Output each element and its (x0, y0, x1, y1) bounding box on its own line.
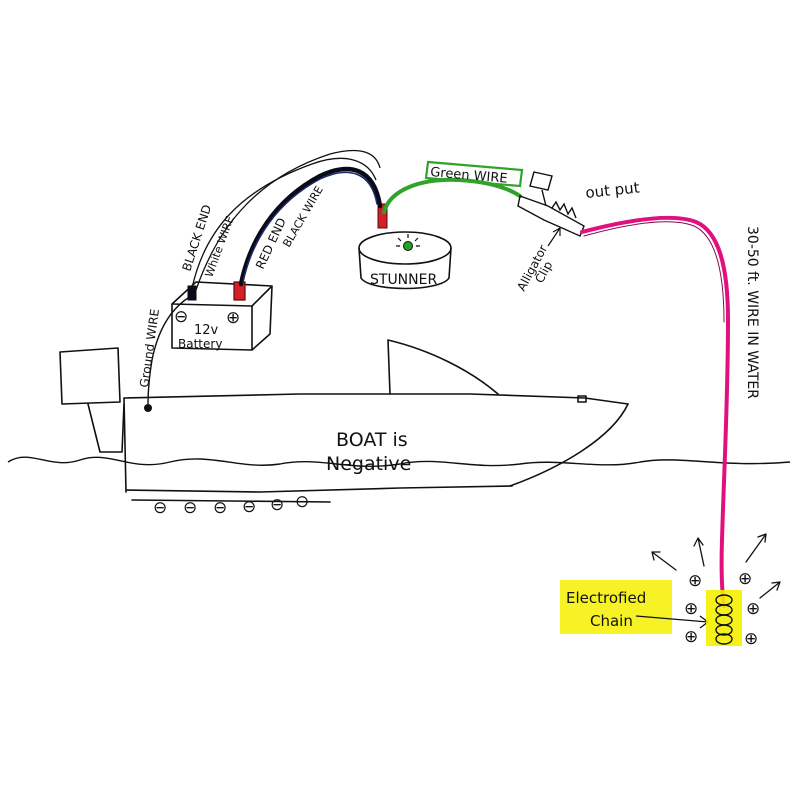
battery-label: Battery (178, 337, 222, 351)
boat-label-line2: Negative (326, 453, 411, 475)
white-wire (195, 149, 381, 291)
arrow-right-icon (759, 581, 781, 599)
stunner-label: STUNNER (370, 272, 437, 288)
ground-wire (147, 297, 189, 405)
chain-link (715, 633, 733, 645)
battery-minus-terminal: ⊖ (174, 307, 188, 327)
current-arrows (651, 533, 781, 599)
positive-charge: ⊕ (744, 629, 758, 649)
outboard-shaft (87, 403, 125, 453)
boat-gunwale (123, 393, 629, 405)
alligator-clip-body (517, 195, 585, 237)
output-wire (580, 215, 731, 608)
battery-negative-post (187, 285, 197, 301)
arrow-up-left-icon (651, 551, 677, 571)
boat-windshield (387, 339, 499, 395)
negative-charge: ⊖ (242, 497, 256, 517)
positive-charges: ⊕ ⊕ ⊕ ⊕ ⊕ ⊕ (684, 569, 760, 649)
boat-label-line1: BOAT is (336, 429, 408, 451)
battery-voltage-label: 12v (194, 323, 219, 338)
black-end-wire (191, 157, 377, 289)
battery-top (171, 281, 273, 307)
arrow-up-icon (693, 537, 705, 567)
negative-charge: ⊖ (153, 498, 167, 518)
positive-charge: ⊕ (688, 571, 702, 591)
negative-charge: ⊖ (270, 495, 284, 515)
boat-keel-shadow (131, 499, 331, 503)
chain-link (715, 624, 733, 636)
negative-charge: ⊖ (213, 498, 227, 518)
output-label: out put (585, 178, 641, 202)
battery-front (171, 304, 253, 351)
outboard-motor (59, 347, 121, 405)
negative-charge: ⊖ (183, 498, 197, 518)
negative-charge: ⊖ (295, 492, 309, 512)
bow-cleat (577, 395, 587, 403)
stunner-light (396, 234, 420, 251)
battery-side (251, 285, 273, 351)
positive-charge: ⊕ (684, 599, 698, 619)
stunner-body (358, 247, 452, 290)
positive-charge: ⊕ (746, 599, 760, 619)
stunner-light-bulb (403, 241, 413, 251)
green-wire-label: Green WIRE (430, 165, 508, 187)
green-wire-label-outline (424, 160, 524, 188)
chain-label-line1: Electrofied (566, 589, 646, 607)
alligator-clip (517, 171, 585, 237)
chain-highlight (706, 590, 742, 646)
boat-keel (125, 485, 513, 493)
boat (59, 339, 629, 503)
battery-plus-terminal: ⊕ (226, 308, 240, 328)
black-wire-highlight (242, 171, 378, 283)
boat-transom (123, 397, 127, 493)
wire-in-water-label: 30-50 ft. WIRE IN WATER (744, 226, 760, 399)
boat-bow (509, 403, 629, 487)
stunner-red-terminal (377, 203, 388, 229)
alligator-clip-handle (529, 171, 553, 207)
negative-charges: ⊖ ⊖ ⊖ ⊖ ⊖ ⊖ (153, 492, 309, 518)
chain (715, 594, 733, 645)
water-line (7, 456, 791, 467)
arrow-up-right-icon (745, 533, 767, 563)
black-wire (238, 166, 383, 287)
stunner-light-rays (396, 234, 420, 247)
alligator-clip-pointer (547, 226, 561, 247)
chain-label-highlight (560, 580, 672, 634)
stunner (358, 231, 452, 290)
ground-wire-lug (144, 404, 152, 412)
black-wire-label: BLACK WIRE (280, 184, 325, 250)
positive-charge: ⊕ (738, 569, 752, 589)
output-wire-shadow (583, 221, 725, 323)
positive-charge: ⊕ (684, 627, 698, 647)
ground-wire-label: Ground WIRE (137, 308, 162, 388)
alligator-clip-teeth (551, 200, 577, 219)
chain-label-line2: Chain (590, 612, 633, 630)
